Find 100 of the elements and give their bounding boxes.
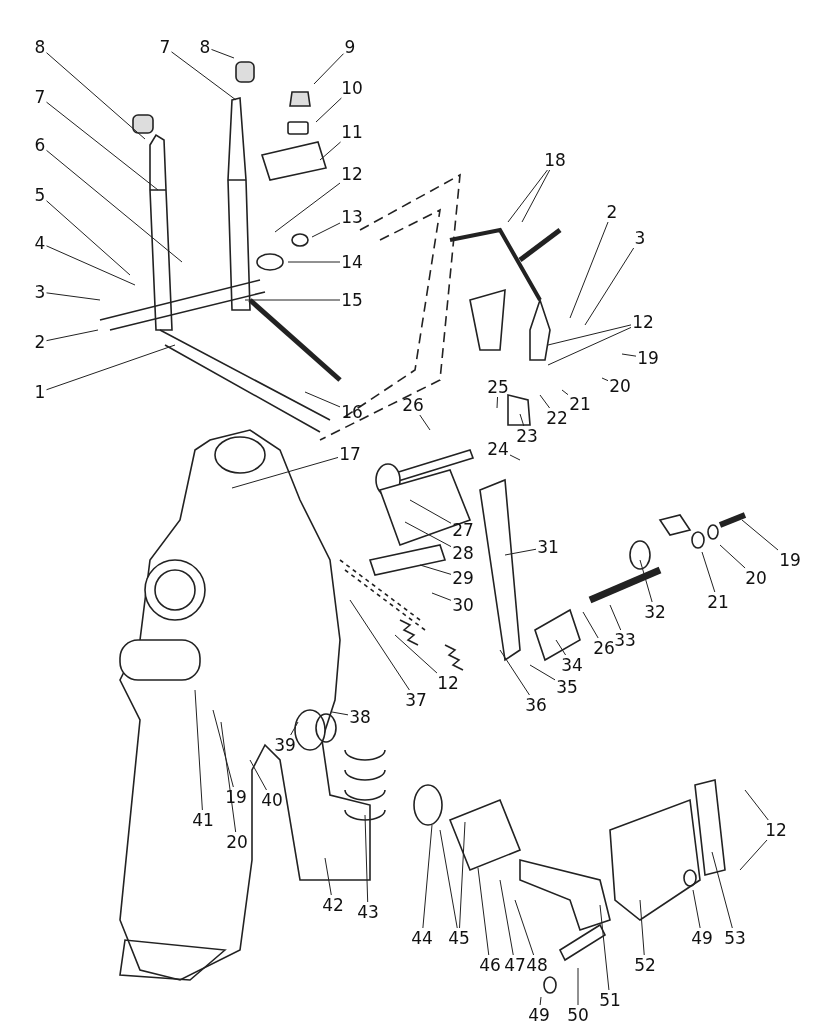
leader-line [211,48,235,59]
leader-line [711,851,733,929]
callout-number: 36 [524,695,548,715]
callout-number: 2 [33,332,47,352]
leader-line [319,141,342,161]
callout-number: 12 [764,820,788,840]
callout-number: 42 [321,895,345,915]
callout-number: 19 [636,348,660,368]
callout-number: 12 [436,673,460,693]
callout-number: 14 [340,252,364,272]
callout-number: 6 [33,135,47,155]
callout-number: 51 [598,990,622,1010]
leader-line [599,904,610,991]
callout-number: 35 [555,677,579,697]
leader-line [274,182,341,233]
callout-number: 21 [568,394,592,414]
leader-line [496,396,498,409]
callout-number: 47 [503,955,527,975]
leader-line [701,551,716,593]
callout-number: 7 [158,37,172,57]
leader-line [609,604,622,631]
callout-number: 18 [543,150,567,170]
leader-line [315,97,342,123]
callout-number: 20 [225,832,249,852]
leader-line [311,222,341,238]
leader-line [46,245,136,286]
leader-line [404,521,452,548]
leader-line [439,829,458,929]
callout-number: 46 [478,955,502,975]
leader-line [364,814,369,903]
callout-number: 10 [340,78,364,98]
callout-number: 15 [340,290,364,310]
leader-line [46,292,101,301]
leader-line [419,564,452,575]
leader-line [561,389,569,396]
callout-number: 31 [536,537,560,557]
leader-line [422,824,433,929]
callout-number: 22 [545,408,569,428]
callout-number: 44 [410,928,434,948]
leader-line [290,721,299,736]
leader-line [171,51,237,101]
callout-number: 8 [198,37,212,57]
callout-number: 27 [451,520,475,540]
leader-line [46,101,159,191]
callout-number: 12 [340,164,364,184]
callout-number: 23 [515,426,539,446]
callout-number: 9 [343,37,357,57]
leader-line [459,821,466,929]
callout-number: 45 [447,928,471,948]
callout-number: 21 [706,592,730,612]
leader-line [249,759,267,791]
leader-line [313,53,344,85]
callout-number: 40 [260,790,284,810]
leader-line [331,711,349,716]
leader-line [220,721,237,833]
callout-number: 32 [643,602,667,622]
callout-number: 25 [486,377,510,397]
leader-line [499,649,530,696]
leader-line [539,394,551,409]
leader-line [212,709,234,788]
callout-number: 3 [633,228,647,248]
leader-line [509,454,521,461]
leader-line [577,967,579,1006]
leader-line [582,611,599,639]
leader-line [231,456,339,489]
leader-line [529,664,556,681]
callout-number: 39 [273,735,297,755]
leader-line [739,839,768,871]
callout-number: 50 [566,1005,590,1025]
leader-line [244,299,341,301]
leader-line [394,634,438,674]
callout-number: 19 [778,550,802,570]
callout-number: 13 [340,207,364,227]
callout-number: 37 [404,690,428,710]
leader-line [46,52,146,140]
callout-number: 26 [592,638,616,658]
leader-line [349,599,410,691]
callout-number: 38 [348,707,372,727]
leader-line [744,789,769,821]
callout-number: 11 [340,122,364,142]
leader-line [477,867,490,956]
leader-line [741,519,779,551]
leader-line [431,592,452,601]
callout-number: 52 [633,955,657,975]
leader-line [46,149,183,263]
leader-line [519,413,525,427]
callout-number: 48 [525,955,549,975]
leader-line [547,324,632,346]
callout-number: 5 [33,185,47,205]
callout-number: 30 [451,595,475,615]
leader-line [514,899,535,956]
leader-line [692,889,701,929]
callout-number: 34 [560,655,584,675]
leader-line [621,353,637,357]
leader-line [324,857,332,896]
leader-line [569,221,609,319]
callout-number: 20 [744,568,768,588]
leader-line [46,344,176,391]
callout-number: 26 [401,395,425,415]
leader-line [601,377,609,382]
